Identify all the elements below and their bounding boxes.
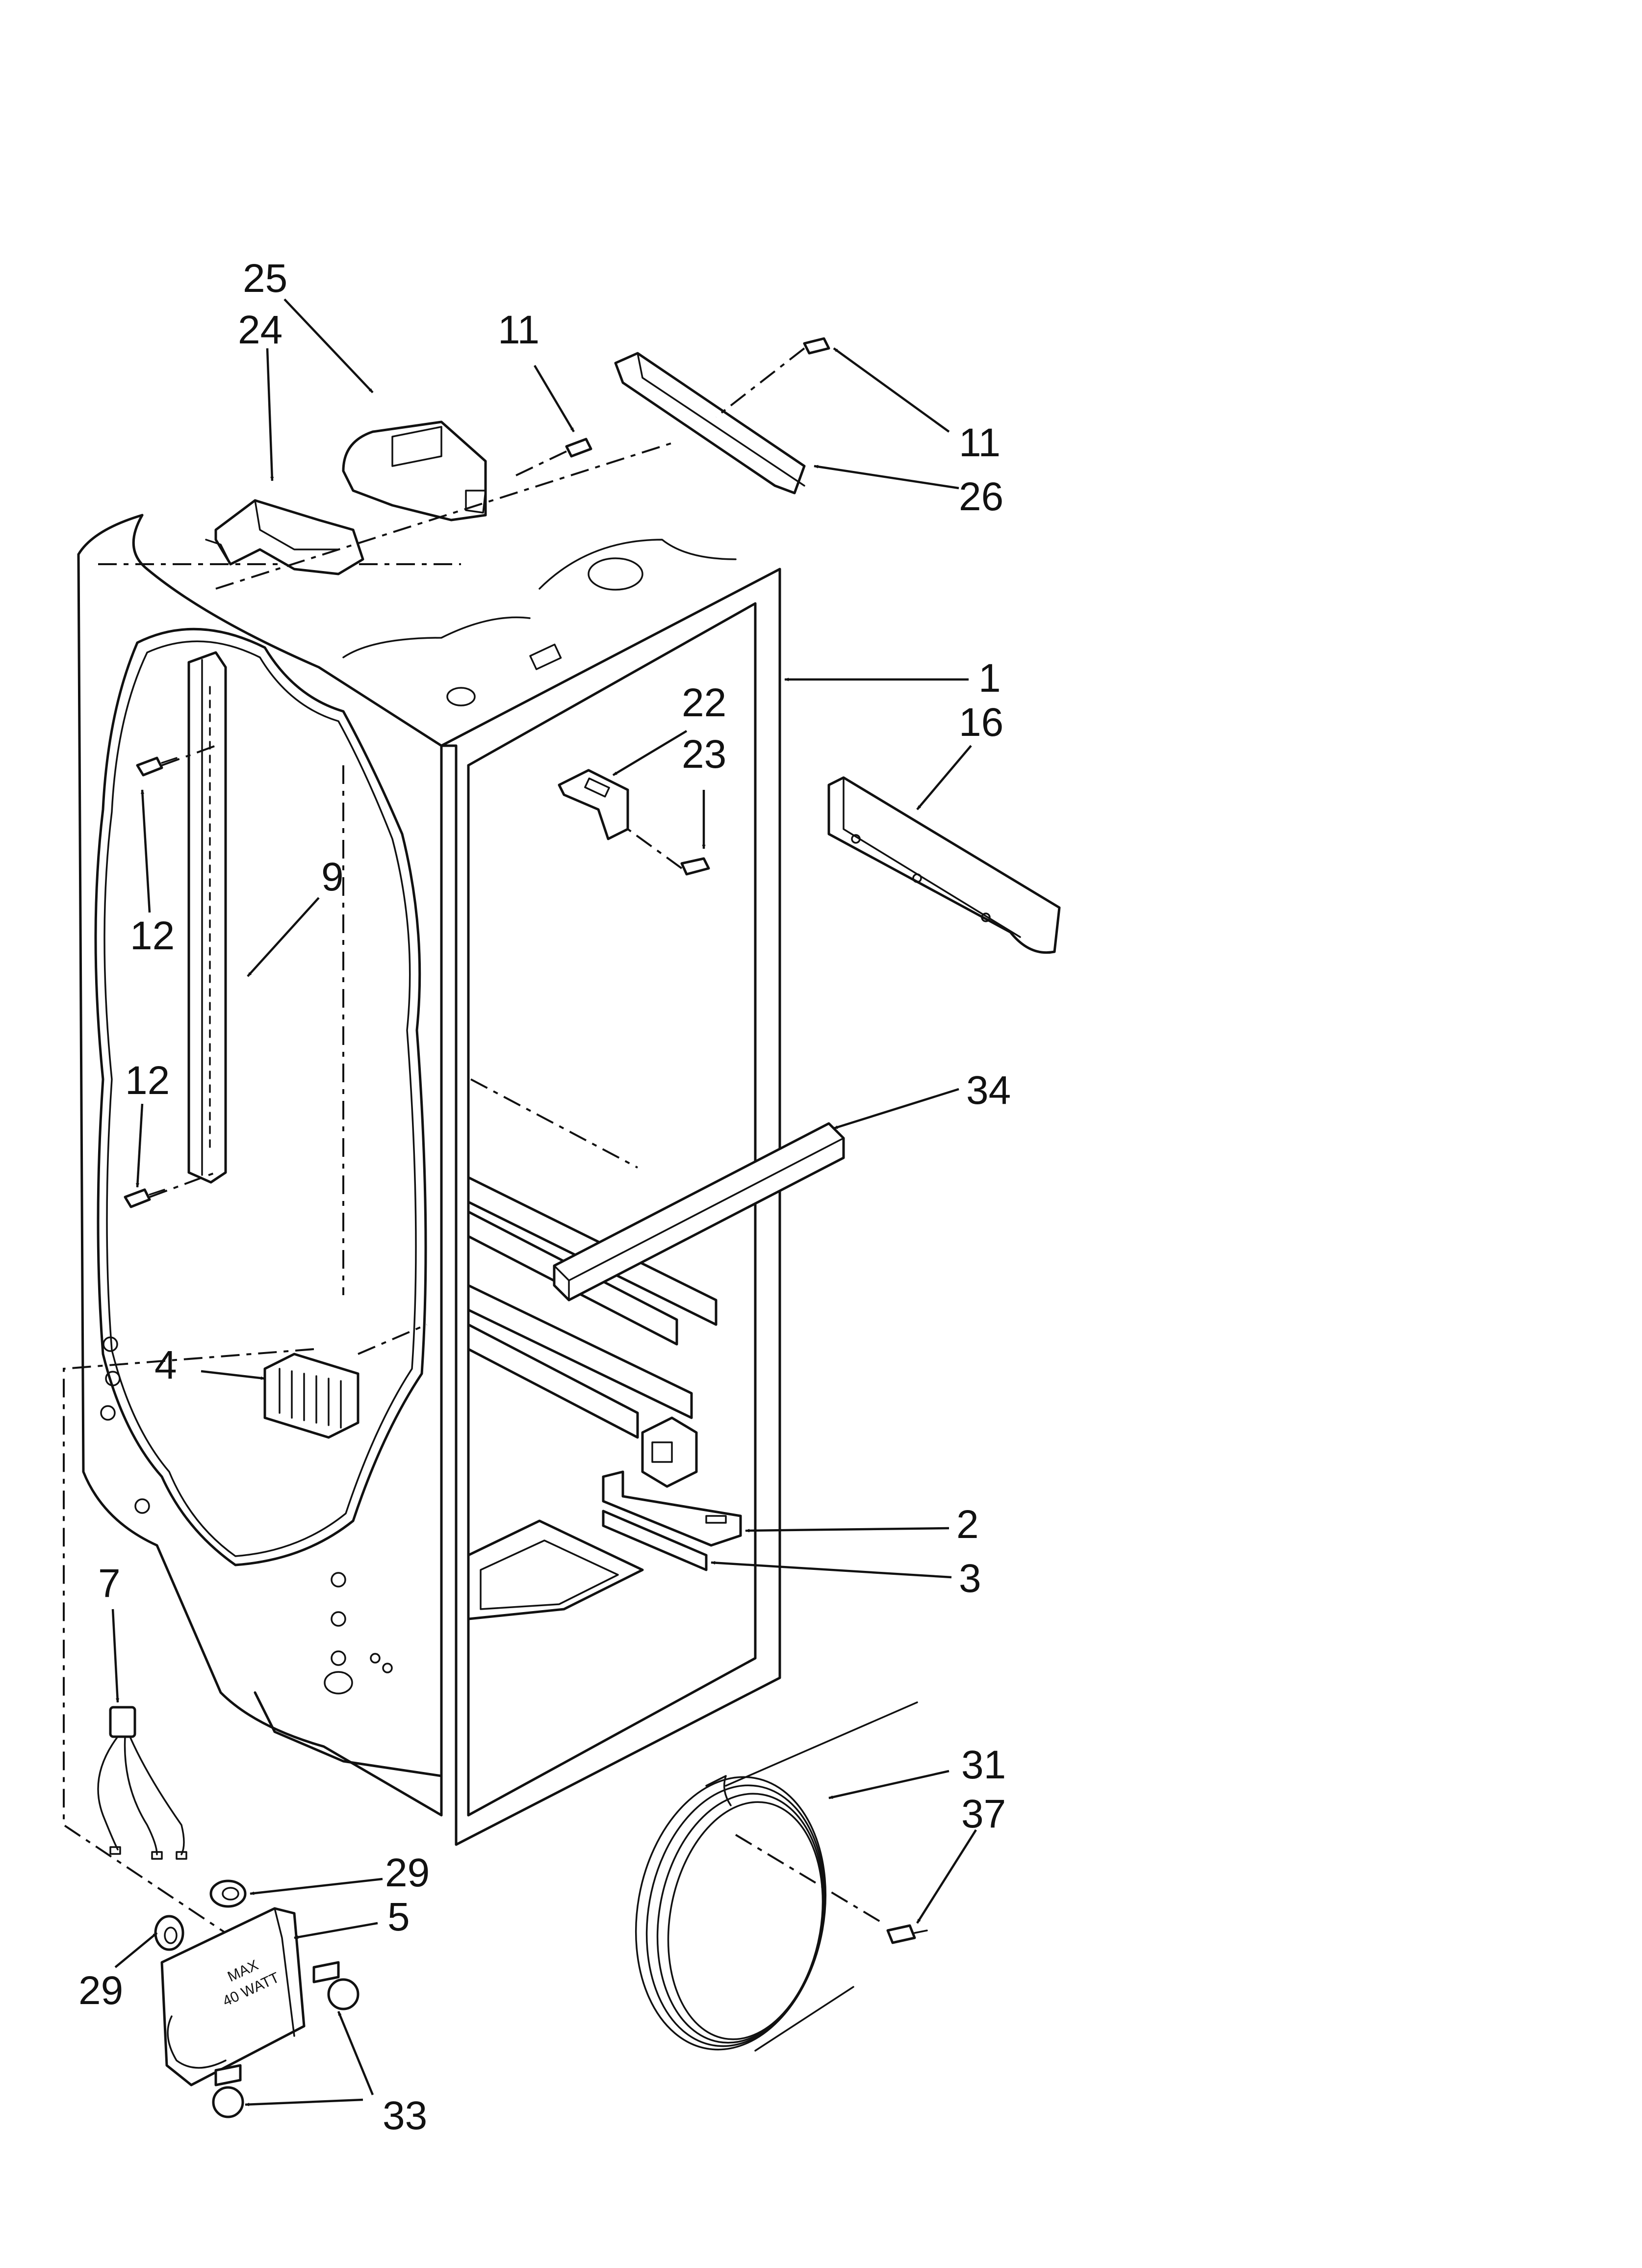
clip-part-29-lower	[154, 1915, 184, 1951]
control-cover-part-25	[342, 420, 487, 521]
callout-12-upper: 12	[130, 913, 175, 958]
callout-leaders	[111, 298, 977, 2107]
callout-25: 25	[243, 256, 287, 301]
small-box-bracket	[641, 1416, 698, 1488]
wire-harness-part-7	[97, 1706, 187, 1860]
screw-part-12-upper	[136, 745, 216, 777]
screw-part-12-lower	[124, 1172, 216, 1208]
callout-labels: 25 24 11 11 26 1 22 23 16 12 9 12 34 4 2…	[78, 256, 1011, 2138]
callout-34: 34	[966, 1068, 1011, 1113]
screw-part-37	[886, 1924, 928, 1944]
control-housing-part-24	[205, 499, 364, 575]
callout-26: 26	[959, 474, 1003, 519]
callout-29-lower: 29	[78, 1968, 123, 2013]
callout-11-left: 11	[498, 308, 539, 352]
callout-9: 9	[321, 855, 344, 899]
bracket-part-3	[602, 1510, 708, 1571]
callout-1: 1	[978, 656, 1001, 701]
callout-22: 22	[682, 680, 726, 725]
screw-part-11-right	[715, 337, 830, 418]
rail-alignment-line	[215, 441, 677, 590]
clip-part-29-upper	[209, 1879, 247, 1908]
shelf-ladder-part-9	[187, 651, 227, 1184]
pushpin-part-33-right	[312, 1961, 359, 2010]
callout-5: 5	[387, 1895, 410, 1939]
pushpin-part-33-left	[212, 2064, 244, 2118]
tubing-coil-part-31	[635, 1701, 918, 2052]
callout-16: 16	[959, 700, 1003, 745]
bracket-part-2	[602, 1470, 742, 1547]
callout-7: 7	[98, 1561, 121, 1606]
callout-24: 24	[238, 308, 282, 352]
callout-12-lower: 12	[125, 1058, 170, 1103]
bracket-part-22	[558, 769, 629, 840]
callout-29-upper: 29	[385, 1851, 430, 1895]
light-housing-part-5: MAX 40 WATT	[160, 1907, 306, 2086]
harness-routing-line	[63, 1348, 314, 1934]
callout-33: 33	[383, 2093, 427, 2138]
callout-31: 31	[961, 1743, 1006, 1787]
cabinet-liner	[77, 514, 781, 1846]
callout-11-right: 11	[959, 420, 1001, 465]
callout-2: 2	[956, 1502, 979, 1547]
callout-3: 3	[959, 1556, 981, 1601]
screw-part-23	[627, 828, 710, 876]
top-rail-part-26	[614, 352, 806, 495]
channel-part-16	[827, 776, 1061, 954]
vent-grille-part-4	[263, 1324, 427, 1439]
shelf-bar-part-34	[553, 1122, 845, 1302]
callout-4: 4	[154, 1343, 177, 1387]
callout-37: 37	[961, 1792, 1006, 1836]
callout-23: 23	[682, 732, 726, 777]
screw-part-11-left	[514, 438, 592, 477]
